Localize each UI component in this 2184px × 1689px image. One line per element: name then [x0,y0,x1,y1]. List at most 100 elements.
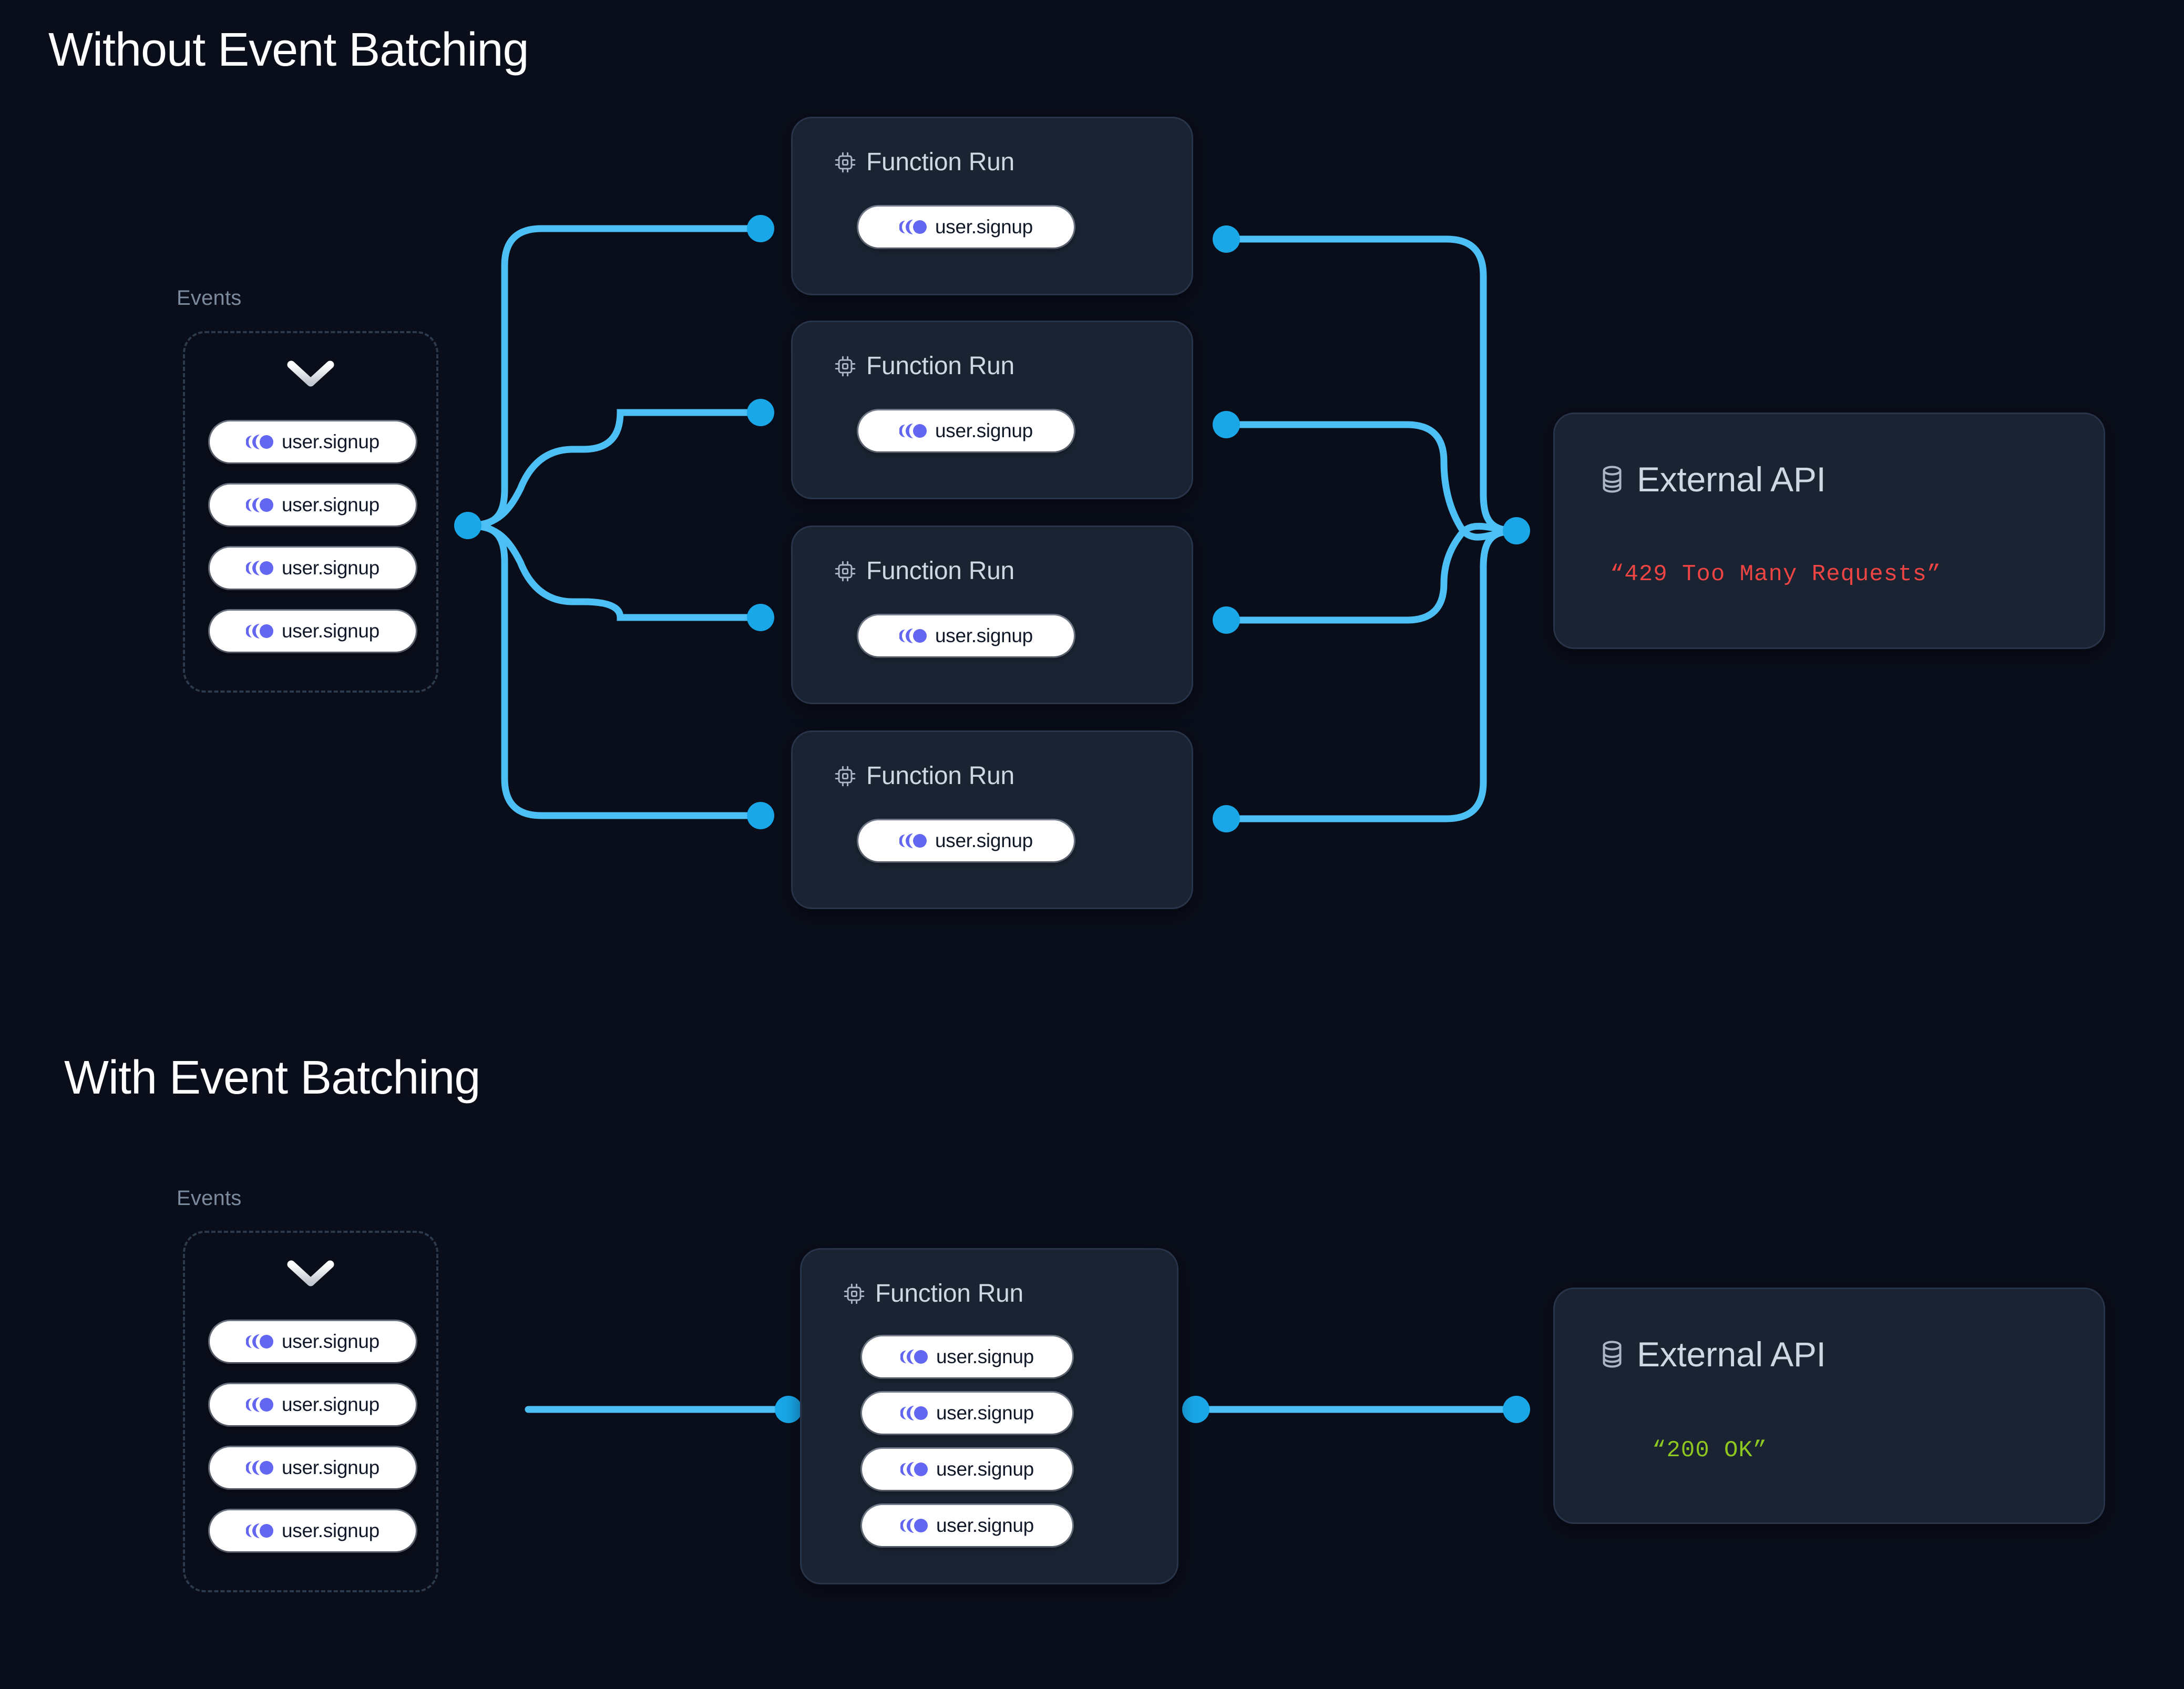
event-trail-icon [246,498,274,512]
edge-dot-run-batch-out [1182,1396,1209,1423]
external-api-title: External API [1637,1335,1826,1374]
event-pill[interactable]: user.signup [210,1384,416,1425]
edge-events-to-run-1 [464,225,764,529]
event-pill-label: user.signup [935,830,1033,851]
edge-dot-events-out [454,512,481,539]
event-pill[interactable]: user.signup [210,421,416,462]
function-run-title: Function Run [866,557,1014,585]
edge-dot-run-2-in [747,399,774,426]
event-trail-icon [900,1350,928,1364]
function-run-card[interactable]: Function Run user.signup [791,321,1193,499]
event-trail-icon [246,435,274,449]
event-pill-label: user.signup [935,420,1033,441]
event-trail-icon [246,561,274,575]
event-pill-label: user.signup [282,620,380,642]
edge-dot-api-in [1503,517,1530,544]
function-run-card[interactable]: Function Run user.signup [791,526,1193,704]
event-trail-icon [246,1523,274,1538]
edge-events-to-run-4 [464,522,764,819]
page-title-without-batching: Without Event Batching [48,24,529,76]
event-pill-label: user.signup [282,1331,380,1352]
event-pill[interactable]: user.signup [862,1393,1072,1434]
event-trail-icon [899,424,927,438]
event-trail-icon [246,624,274,638]
edge-dot-run-3-in [747,604,774,631]
edge-dot-run-batch-in [775,1396,802,1423]
function-run-header: Function Run [834,761,1014,790]
function-run-title: Function Run [866,762,1014,790]
event-pill[interactable]: user.signup [858,410,1074,451]
edge-dot-run-4-out [1213,805,1240,832]
edge-dot-run-4-in [747,802,774,829]
database-icon [1603,466,1622,493]
function-run-header: Function Run [843,1279,1023,1308]
event-trail-icon [900,1518,928,1533]
edge-dot-run-1-out [1213,225,1240,253]
edge-run-2-to-api [1223,421,1520,541]
event-pill-label: user.signup [282,557,380,579]
function-run-title: Function Run [866,352,1014,380]
event-pill[interactable]: user.signup [858,615,1074,656]
external-api-card[interactable]: External API “200 OK” [1553,1288,2105,1524]
edge-run-1-to-api [1223,235,1520,534]
events-box: user.signup user.signup user.signup [183,1231,438,1592]
event-pill[interactable]: user.signup [210,1321,416,1362]
function-run-title: Function Run [875,1280,1023,1307]
cpu-chip-icon [844,1283,865,1304]
event-pill[interactable]: user.signup [858,820,1074,861]
status-badge: “429 Too Many Requests” [1610,561,1942,588]
event-pill[interactable]: user.signup [210,1510,416,1551]
external-api-header: External API [1597,1334,1826,1374]
event-trail-icon [246,1460,274,1475]
external-api-header: External API [1597,459,1826,499]
cpu-chip-icon [835,766,856,786]
event-trail-icon [246,1334,274,1349]
cpu-chip-icon [835,561,856,581]
event-pill-label: user.signup [936,1346,1034,1367]
edge-events-to-run-2 [464,409,764,529]
cpu-chip-icon [835,152,856,172]
function-run-header: Function Run [834,557,1014,585]
event-pill-label: user.signup [935,625,1033,646]
events-box: user.signup user.signup user.signup [183,331,438,693]
function-run-title: Function Run [866,148,1014,176]
chevron-down-icon [287,361,334,388]
edge-dot-run-1-in [747,215,774,242]
event-pill[interactable]: user.signup [862,1336,1072,1377]
event-pill[interactable]: user.signup [210,611,416,652]
event-pill-label: user.signup [936,1458,1034,1480]
event-pill-label: user.signup [935,216,1033,238]
page-title-with-batching: With Event Batching [64,1052,480,1104]
chevron-down-icon [287,1260,334,1288]
event-pill[interactable]: user.signup [862,1505,1072,1546]
external-api-title: External API [1637,460,1826,499]
function-run-header: Function Run [834,352,1014,380]
event-pill-label: user.signup [936,1402,1034,1424]
edge-events-to-run-3 [464,522,764,621]
event-trail-icon [900,1462,928,1477]
edge-run-3-to-api [1223,522,1520,624]
function-run-header: Function Run [834,148,1014,177]
edge-dot-run-3-out [1213,606,1240,634]
function-run-card[interactable]: Function Run user.signup [791,117,1193,295]
external-api-card[interactable]: External API “429 Too Many Requests” [1553,413,2105,649]
event-trail-icon [899,629,927,643]
events-label: Events [177,286,242,310]
event-trail-icon [899,833,927,848]
event-pill[interactable]: user.signup [858,207,1074,248]
event-pill[interactable]: user.signup [210,548,416,589]
event-pill[interactable]: user.signup [210,485,416,526]
event-pill-label: user.signup [282,1520,380,1541]
event-trail-icon [900,1406,928,1420]
edge-dot-run-2-out [1213,411,1240,438]
event-trail-icon [899,220,927,234]
event-pill[interactable]: user.signup [862,1449,1072,1490]
event-pill[interactable]: user.signup [210,1447,416,1488]
status-badge: “200 OK” [1652,1437,1768,1464]
event-trail-icon [246,1397,274,1412]
event-pill-label: user.signup [282,1394,380,1415]
event-pill-label: user.signup [282,1457,380,1478]
function-run-card[interactable]: Function Run user.signup user.signup use… [800,1248,1178,1584]
event-pill-label: user.signup [282,431,380,452]
function-run-card[interactable]: Function Run user.signup [791,730,1193,909]
